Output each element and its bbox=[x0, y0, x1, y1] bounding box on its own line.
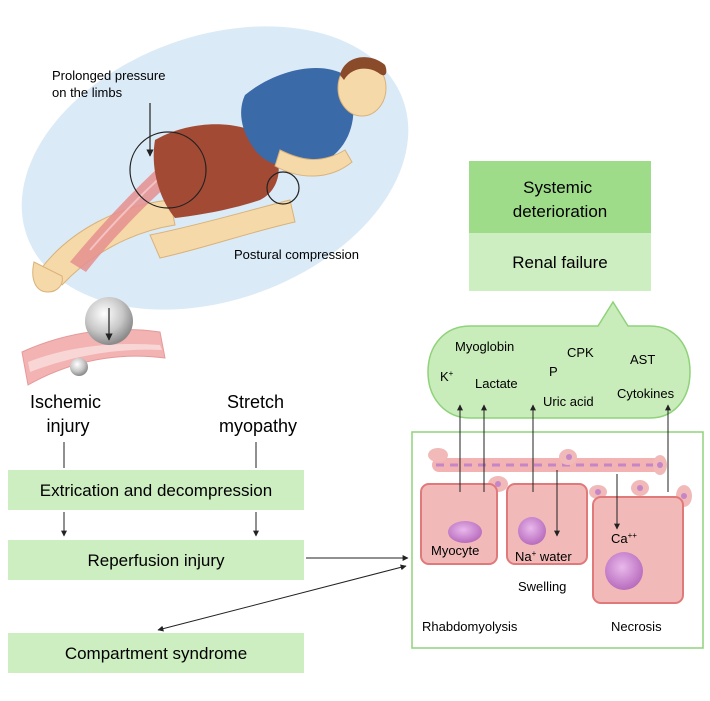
necrosis-label: Necrosis bbox=[611, 619, 662, 634]
hair bbox=[340, 57, 387, 80]
foot bbox=[32, 261, 63, 293]
systemic-deterioration-label: Systemic deterioration bbox=[513, 178, 608, 221]
myocyte-label: Myocyte bbox=[431, 543, 479, 558]
substances-bubble bbox=[427, 300, 691, 419]
shorts bbox=[153, 124, 279, 218]
extrication-box bbox=[8, 470, 304, 510]
lactate-label: Lactate bbox=[475, 376, 518, 391]
pressure-label: Prolonged pressure on the limbs bbox=[52, 68, 169, 100]
p-label: P bbox=[549, 364, 558, 379]
vessel bbox=[21, 329, 166, 386]
postural-circle bbox=[266, 171, 300, 205]
pressure-circle bbox=[129, 131, 207, 209]
extrication-label: Extrication and decompression bbox=[40, 481, 272, 500]
ischemic-injury-label: Ischemic injury bbox=[30, 392, 106, 436]
stretch-myopathy-label: Stretch myopathy bbox=[219, 392, 297, 436]
myocyte-nucleus bbox=[448, 521, 482, 543]
vessel-inner bbox=[28, 343, 162, 372]
swelling-nucleus bbox=[518, 517, 546, 545]
arm bbox=[274, 149, 353, 177]
compartment-label: Compartment syndrome bbox=[65, 644, 247, 663]
shirt bbox=[241, 67, 354, 168]
k-label: K+ bbox=[440, 369, 454, 384]
vessel-compression bbox=[21, 297, 166, 386]
small-ball bbox=[70, 358, 88, 376]
compartment-box bbox=[8, 633, 304, 673]
cells-to-compartment-arrow bbox=[157, 564, 407, 632]
rhabdomyolysis-label: Rhabdomyolysis bbox=[422, 619, 518, 634]
cytokines-label: Cytokines bbox=[617, 386, 675, 401]
renal-failure-label: Renal failure bbox=[512, 253, 607, 272]
cpk-label: CPK bbox=[567, 345, 594, 360]
ast-label: AST bbox=[630, 352, 655, 367]
renal-failure-box bbox=[469, 233, 651, 291]
na-water-label: Na+ water bbox=[515, 549, 572, 564]
uric-acid-label: Uric acid bbox=[543, 394, 594, 409]
necrosis-nucleus bbox=[605, 552, 643, 590]
patient-illustration bbox=[21, 26, 409, 310]
postural-label: Postural compression bbox=[234, 247, 359, 262]
systemic-deterioration-box bbox=[469, 161, 651, 233]
myoglobin-label: Myoglobin bbox=[455, 339, 514, 354]
other-leg bbox=[149, 199, 296, 259]
reperfusion-label: Reperfusion injury bbox=[87, 551, 225, 570]
swelling-label: Swelling bbox=[518, 579, 566, 594]
necrosis-cell bbox=[592, 496, 684, 604]
ca-label: Ca++ bbox=[611, 531, 637, 546]
